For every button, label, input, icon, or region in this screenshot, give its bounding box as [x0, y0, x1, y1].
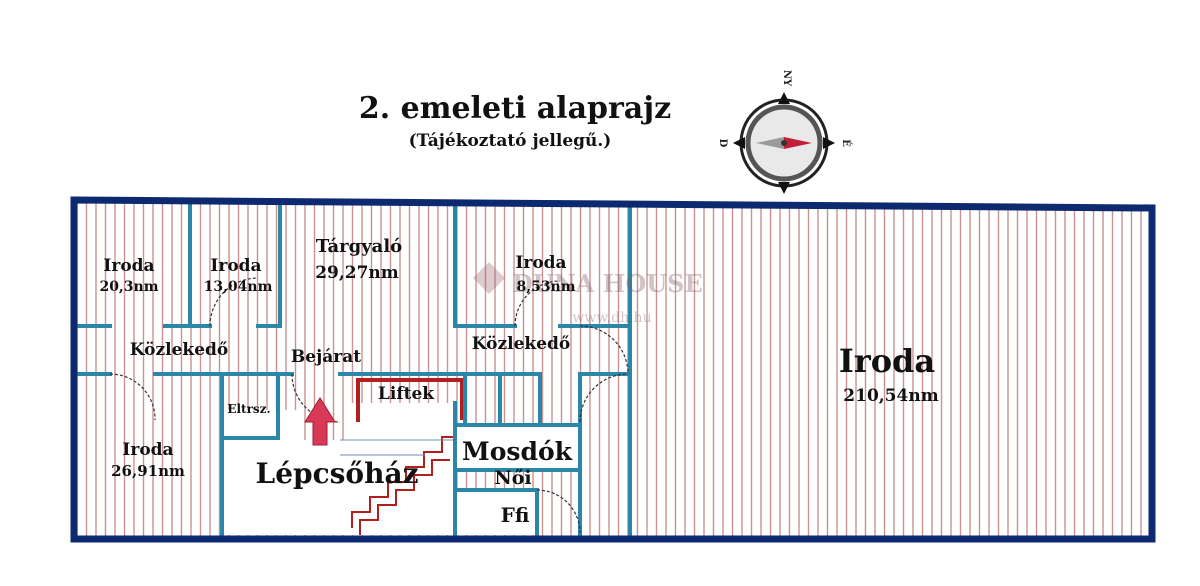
room-iroda-2-area: 13,04nm — [204, 279, 273, 295]
room-iroda-big-area: 210,54nm — [843, 386, 938, 406]
label-noi: Női — [494, 467, 531, 489]
room-iroda-4-name: Iroda — [122, 440, 173, 460]
label-bejarat: Bejárat — [291, 347, 361, 367]
label-mosdok: Mosdók — [462, 437, 573, 466]
plan-subtitle: (Tájékoztató jellegű.) — [409, 131, 612, 151]
room-iroda-2-name: Iroda — [210, 256, 261, 276]
door-swings — [109, 277, 629, 534]
room-iroda-big-name: Iroda — [839, 342, 935, 380]
plan-title: 2. emeleti alaprajz — [359, 91, 671, 126]
stair-steps — [340, 436, 455, 535]
watermark-brand: DUNA HOUSE — [512, 269, 703, 298]
compass-north-label: NY — [781, 70, 792, 87]
room-iroda-3-area: 8,53nm — [516, 279, 575, 295]
watermark: DUNA HOUSE www.dh.hu — [473, 262, 703, 326]
outer-wall — [70, 196, 1156, 543]
lift-outline — [356, 378, 464, 422]
label-kozlekedo-right: Közlekedő — [472, 334, 571, 354]
label-lepcsohaz: Lépcsőház — [256, 457, 419, 490]
room-iroda-1-area: 20,3nm — [99, 279, 158, 295]
label-liftek: Liftek — [378, 384, 435, 404]
compass-east-label: É — [840, 139, 852, 147]
room-iroda-4-area: 26,91nm — [111, 462, 185, 480]
room-targyalo-name: Tárgyaló — [316, 236, 402, 257]
room-targyalo-area: 29,27nm — [315, 263, 399, 283]
label-ffi: Ffi — [501, 503, 530, 527]
floor-hatching — [76, 202, 1150, 537]
label-kozlekedo-left: Közlekedő — [130, 340, 229, 360]
watermark-url: www.dh.hu — [572, 310, 651, 326]
compass-west-label: D — [717, 139, 728, 148]
room-iroda-3-name: Iroda — [515, 253, 566, 273]
entrance-arrow-icon — [304, 397, 336, 446]
room-iroda-1-name: Iroda — [103, 256, 154, 276]
inner-walls — [74, 204, 632, 537]
label-eltrsz: Eltrsz. — [227, 402, 270, 416]
compass-icon: NY É K D — [717, 70, 852, 211]
